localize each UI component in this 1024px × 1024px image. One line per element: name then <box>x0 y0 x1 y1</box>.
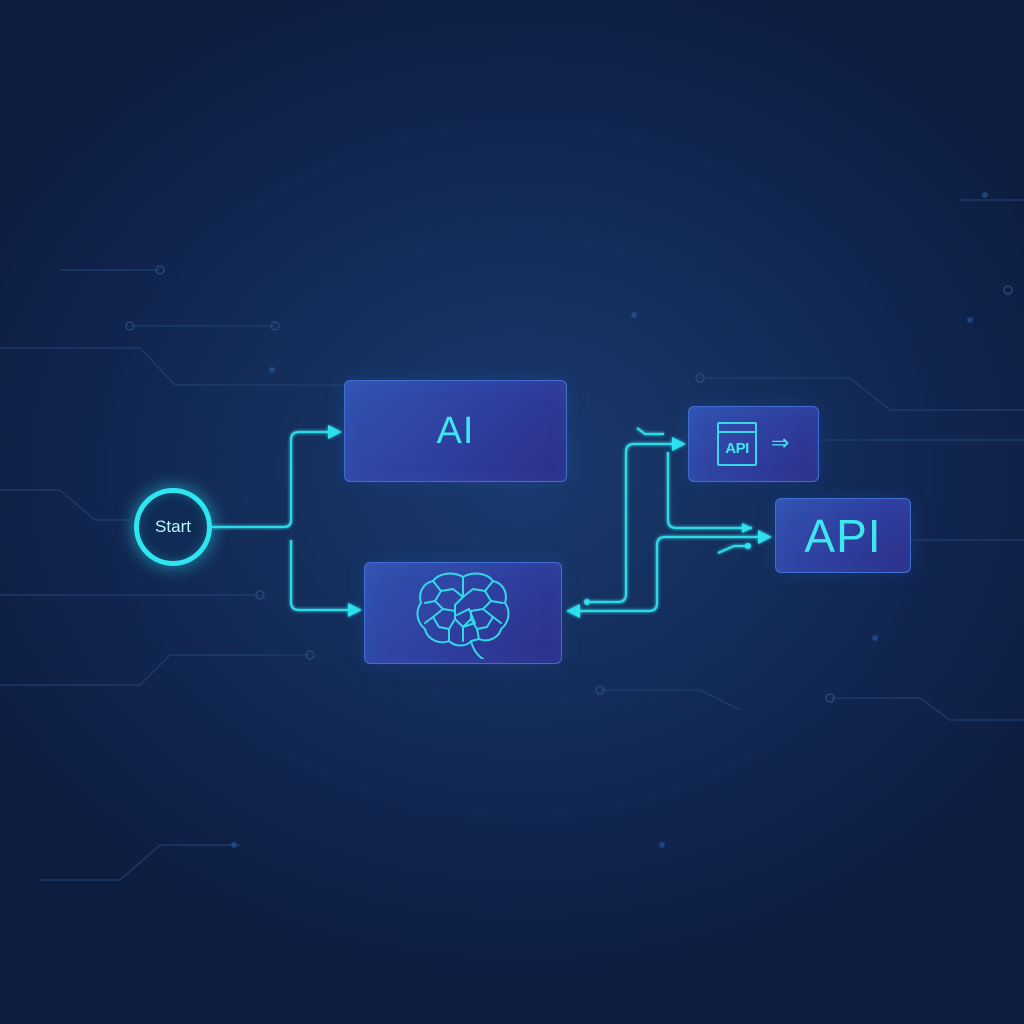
double-arrow-icon: ⇒ <box>771 431 790 456</box>
connector-api-small-to-api-big <box>666 452 752 530</box>
connector-dot <box>584 599 590 605</box>
glow-dot <box>659 842 665 848</box>
arrowhead-api-big-upper <box>742 523 752 533</box>
glow-dot <box>269 367 275 373</box>
api-node[interactable]: API <box>775 498 911 573</box>
circuit-node <box>125 321 135 331</box>
start-node[interactable]: Start <box>134 488 212 566</box>
connector-start-to-brain <box>289 540 350 612</box>
start-label: Start <box>155 517 191 536</box>
circuit-node <box>155 265 165 275</box>
arrowhead-to-brain <box>348 603 362 617</box>
glow-dot <box>631 312 637 318</box>
api-document-node[interactable]: API ⇒ <box>688 406 819 482</box>
circuit-node <box>305 650 315 660</box>
connector-api-big-to-brain <box>578 535 760 613</box>
circuit-node <box>255 590 265 600</box>
arrowhead-to-brain-left <box>566 604 580 618</box>
ai-node-label: AI <box>436 409 475 452</box>
circuit-node <box>270 321 280 331</box>
circuit-node <box>1003 285 1013 295</box>
circuit-trace <box>40 844 240 881</box>
circuit-node <box>695 373 705 383</box>
ai-node[interactable]: AI <box>344 380 567 482</box>
document-api-icon: API <box>717 422 757 466</box>
circuit-trace <box>0 489 130 521</box>
brain-circuit-icon <box>416 572 510 659</box>
glow-dot <box>967 317 973 323</box>
api-node-label: API <box>804 509 882 562</box>
circuit-trace <box>700 377 1024 411</box>
connector-dot <box>745 543 751 549</box>
document-api-label: API <box>725 439 749 457</box>
document-icon-header <box>719 431 755 433</box>
connector-api-to-brain-outer <box>590 442 676 604</box>
circuit-trace <box>600 689 741 711</box>
glow-dot <box>231 842 237 848</box>
arrowhead-to-ai <box>328 425 342 439</box>
arrowhead-to-api-small <box>672 437 686 451</box>
circuit-node <box>595 685 605 695</box>
brain-node[interactable] <box>364 562 562 664</box>
arrowhead-to-api-big <box>758 530 772 544</box>
connector-start-to-ai <box>212 430 330 529</box>
glow-dot <box>982 192 988 198</box>
glow-dot <box>872 635 878 641</box>
circuit-trace <box>830 697 1024 721</box>
decorative-squiggle <box>636 427 664 436</box>
circuit-trace <box>0 347 344 386</box>
decorative-squiggle <box>717 544 748 555</box>
circuit-node <box>825 693 835 703</box>
circuit-trace <box>0 654 310 686</box>
